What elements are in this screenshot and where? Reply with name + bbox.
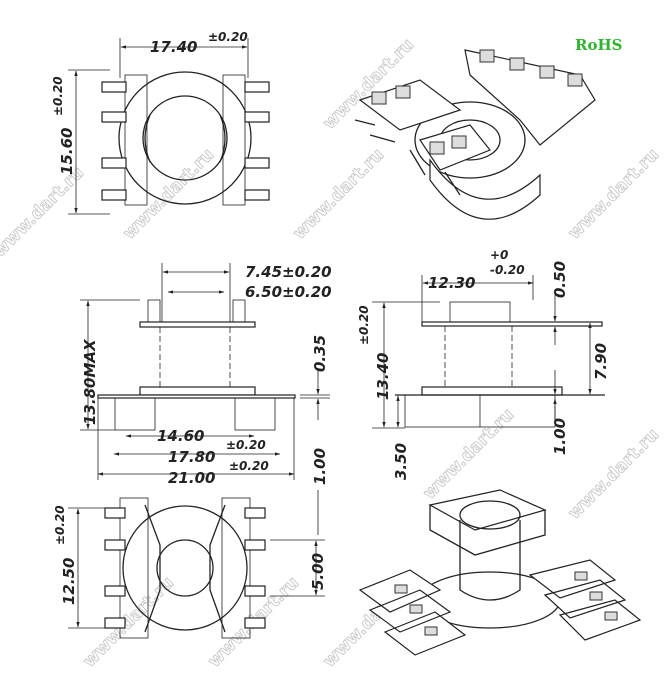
dim-pin-pitch-outer: 7.45±0.20 (245, 263, 332, 281)
dim-top-width-tol: ±0.20 (208, 30, 248, 44)
dim-flange-tol-minus: -0.20 (490, 263, 525, 277)
dim-pin-span-inner: 14.60 (157, 427, 204, 445)
dim-core-height: 7.90 (592, 343, 610, 380)
isometric-view-bottom (358, 489, 642, 656)
dim-pin-width: 1.00 (311, 448, 329, 485)
dim-top-thickness: 0.50 (551, 261, 569, 298)
watermark-text: www.dart.ru (289, 145, 388, 244)
watermark-text: www.dart.ru (564, 145, 663, 244)
dim-bottom-height-tol: ±0.20 (53, 505, 67, 545)
watermark-text: www.dart.ru (0, 163, 88, 262)
dim-flange-width: 12.30 (428, 274, 475, 292)
dim-pin-span: 17.80 (168, 448, 215, 466)
dim-pin-pitch-inner: 6.50±0.20 (245, 283, 332, 301)
watermark-text: www.dart.ru (419, 405, 518, 504)
dim-overall-width-tol: ±0.20 (229, 459, 269, 473)
dim-front-height: 13.40 (374, 353, 392, 400)
dim-foot-thickness: 1.00 (551, 418, 569, 455)
watermark-text: www.dart.ru (119, 145, 218, 244)
dim-bottom-pin-pitch: 5.00 (309, 553, 327, 590)
dim-pin-span-tol: ±0.20 (226, 438, 266, 452)
dim-flange-thickness: 0.35 (311, 335, 329, 372)
side-view (80, 263, 330, 535)
dim-flange-tol-plus: +0 (490, 248, 508, 262)
dim-height-max: 13.80MAX (81, 338, 99, 425)
dim-top-width: 17.40 (150, 38, 197, 56)
dim-base-height: 3.50 (392, 443, 410, 480)
bottom-view (68, 497, 325, 639)
dim-front-height-tol: ±0.20 (357, 305, 371, 345)
rohs-label: RoHS (575, 36, 622, 54)
watermark-text: www.dart.ru (79, 573, 178, 672)
watermark-text: www.dart.ru (564, 425, 663, 524)
dim-top-height: 15.60 (58, 128, 76, 175)
isometric-view-top (354, 49, 596, 220)
front-view (372, 275, 605, 429)
top-view (68, 38, 270, 215)
dim-overall-width: 21.00 (168, 469, 215, 487)
dim-top-height-tol: ±0.20 (51, 76, 65, 116)
dim-bottom-height: 12.50 (60, 558, 78, 605)
